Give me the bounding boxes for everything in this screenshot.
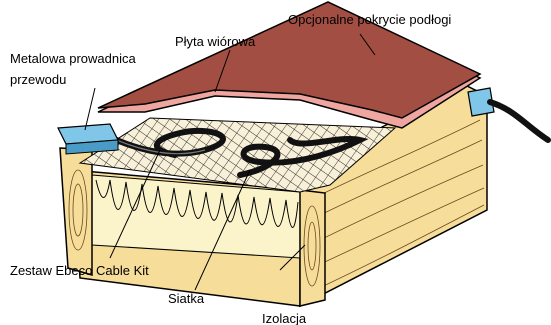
label-insulation: Izolacja [262, 311, 307, 325]
label-flooring: Opcjonalne pokrycie podłogi [288, 12, 451, 27]
label-cable-kit: Zestaw Ebeco Cable Kit [10, 263, 149, 278]
front-joist-end [300, 190, 325, 306]
label-cable-guide-line1: Metalowa prowadnica [10, 51, 137, 66]
label-cable-guide-line2: przewodu [10, 72, 66, 87]
supply-cable [490, 102, 548, 140]
metal-cable-guide-left [58, 124, 118, 154]
label-chipboard: Płyta wiórowa [175, 34, 256, 49]
label-mesh: Siatka [168, 291, 205, 306]
